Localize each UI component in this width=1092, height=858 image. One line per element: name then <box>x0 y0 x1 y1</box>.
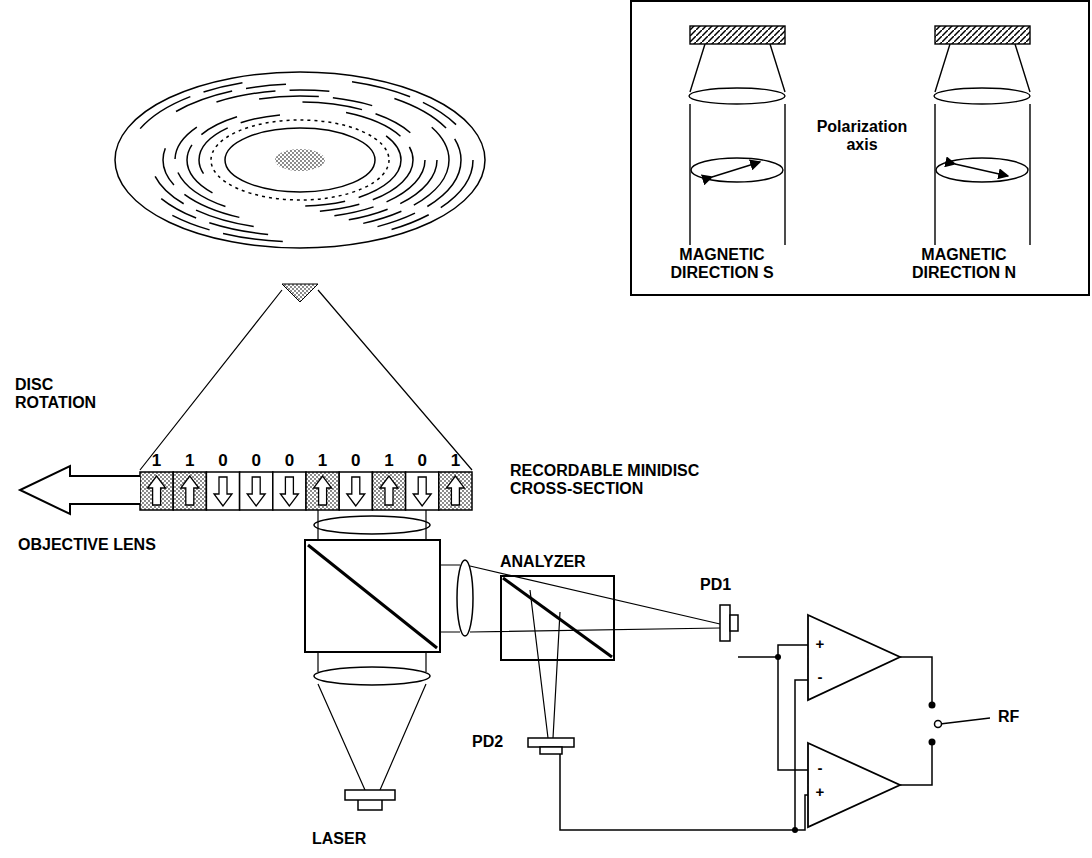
bit-value: 0 <box>240 451 273 471</box>
bit-value: 1 <box>173 451 206 471</box>
bit-value: 0 <box>406 451 439 471</box>
signal-name: RF <box>998 708 1019 726</box>
bit-value: 0 <box>206 451 239 471</box>
part-label: RECORDABLE MINIDISC CROSS-SECTION <box>510 462 720 499</box>
bit-value: 0 <box>339 451 372 471</box>
bit-value: 1 <box>306 451 339 471</box>
part-label: OBJECTIVE LENS <box>18 536 156 554</box>
analyzer-label: ANALYZER <box>500 553 620 571</box>
pin-sign: + <box>813 635 827 652</box>
pin-sign: + <box>813 783 827 800</box>
signal-name: PD2 <box>472 733 503 751</box>
bit-value: 0 <box>273 451 306 471</box>
analyzer-box: ANALYZER <box>500 575 615 661</box>
part-label: LASER <box>312 830 366 848</box>
inset-box: Polarization axisMAGNETIC DIRECTION S MAG… <box>630 0 1090 296</box>
bit-value: 1 <box>372 451 405 471</box>
pin-sign: - <box>813 668 827 685</box>
bit-value: 1 <box>140 451 173 471</box>
pin-sign: - <box>813 759 827 776</box>
signal-name: PD1 <box>700 576 731 594</box>
bit-value: 1 <box>439 451 472 471</box>
polarization-label: Polarization axis <box>812 118 912 155</box>
direction-label: MAGNETIC DIRECTION S <box>652 246 792 283</box>
direction-label: MAGNETIC DIRECTION N <box>894 246 1034 283</box>
motion-label: DISC ROTATION <box>15 376 115 413</box>
